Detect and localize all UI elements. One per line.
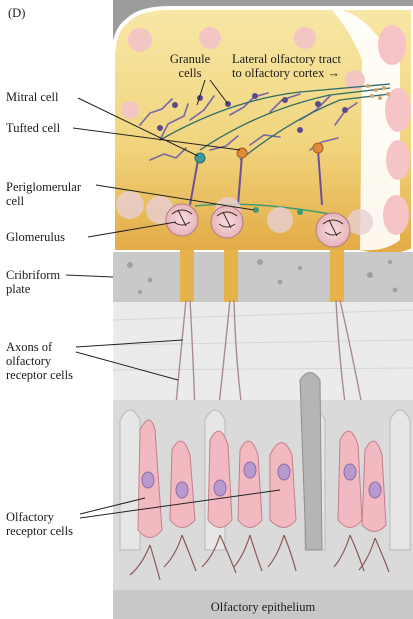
label-granule-cells-line2: cells <box>178 66 202 80</box>
label-epithelium-line1: Olfactory epithelium <box>210 600 316 614</box>
label-periglomerular-cell: Periglomerular cell <box>6 180 81 208</box>
label-mitral-cell-line1: Mitral cell <box>6 90 59 104</box>
tract-dots <box>366 84 390 100</box>
leader-lines <box>65 79 281 519</box>
label-granule-cells: Granule cells <box>160 52 220 80</box>
cribriform-foramina <box>180 250 344 306</box>
axon-layer <box>113 302 413 402</box>
cilia <box>129 534 390 581</box>
label-periglomerular-line1: Periglomerular <box>6 180 81 194</box>
lateral-tract-band <box>330 8 400 251</box>
epithelium-base <box>113 590 413 619</box>
mitral-cell-bodies <box>194 152 206 164</box>
label-lateral-tract-line2: to olfactory cortex → <box>232 66 340 80</box>
label-axons-line3: receptor cells <box>6 368 73 382</box>
glomerulus-middle <box>210 205 244 239</box>
label-glomerulus-line1: Glomerulus <box>6 230 66 244</box>
label-glomerulus: Glomerulus <box>6 230 65 244</box>
label-granule-cells-line1: Granule <box>169 52 211 66</box>
glomerulus-right <box>315 212 351 248</box>
bulb-spots <box>121 27 365 119</box>
tract-fibers <box>159 83 391 161</box>
label-cribriform-line2: plate <box>6 282 31 296</box>
label-lateral-tract-line1: Lateral olfactory tract <box>232 52 341 66</box>
axon-layer-lines <box>112 309 413 371</box>
label-tufted-cell: Tufted cell <box>6 121 60 135</box>
glomerulus-tufts <box>171 209 344 237</box>
label-receptor-cells-line1: Olfactory <box>6 510 54 524</box>
label-cribriform-plate: Cribriform plate <box>6 268 60 296</box>
label-axons: Axons of olfactory receptor cells <box>6 340 73 382</box>
label-receptor-cells: Olfactory receptor cells <box>6 510 73 538</box>
label-axons-line2: olfactory <box>6 354 52 368</box>
label-tufted-cell-line1: Tufted cell <box>6 121 61 135</box>
periglomerular-cells <box>253 207 303 215</box>
cribriform-pores <box>127 259 398 294</box>
glomerulus-left <box>165 203 199 237</box>
label-axons-line1: Axons of <box>6 340 53 354</box>
label-receptor-cells-line2: receptor cells <box>6 524 73 538</box>
mitral-cells <box>189 149 323 206</box>
label-periglomerular-line2: cell <box>6 194 25 208</box>
cribriform-plate <box>113 252 413 302</box>
receptor-nuclei <box>141 461 382 499</box>
panel-letter: (D) <box>8 6 26 20</box>
label-olfactory-epithelium: Olfactory epithelium <box>113 600 413 614</box>
tufted-cell-bodies <box>236 142 324 159</box>
label-mitral-cell: Mitral cell <box>6 90 58 104</box>
tract-axon-cross-sections <box>378 25 411 235</box>
periglomerular-process <box>194 203 331 215</box>
basal-gland <box>299 372 323 551</box>
granule-cell-bodies <box>157 93 348 133</box>
label-lateral-olfactory-tract: Lateral olfactory tract to olfactory cor… <box>232 52 341 80</box>
label-cribriform-line1: Cribriform <box>6 268 61 282</box>
